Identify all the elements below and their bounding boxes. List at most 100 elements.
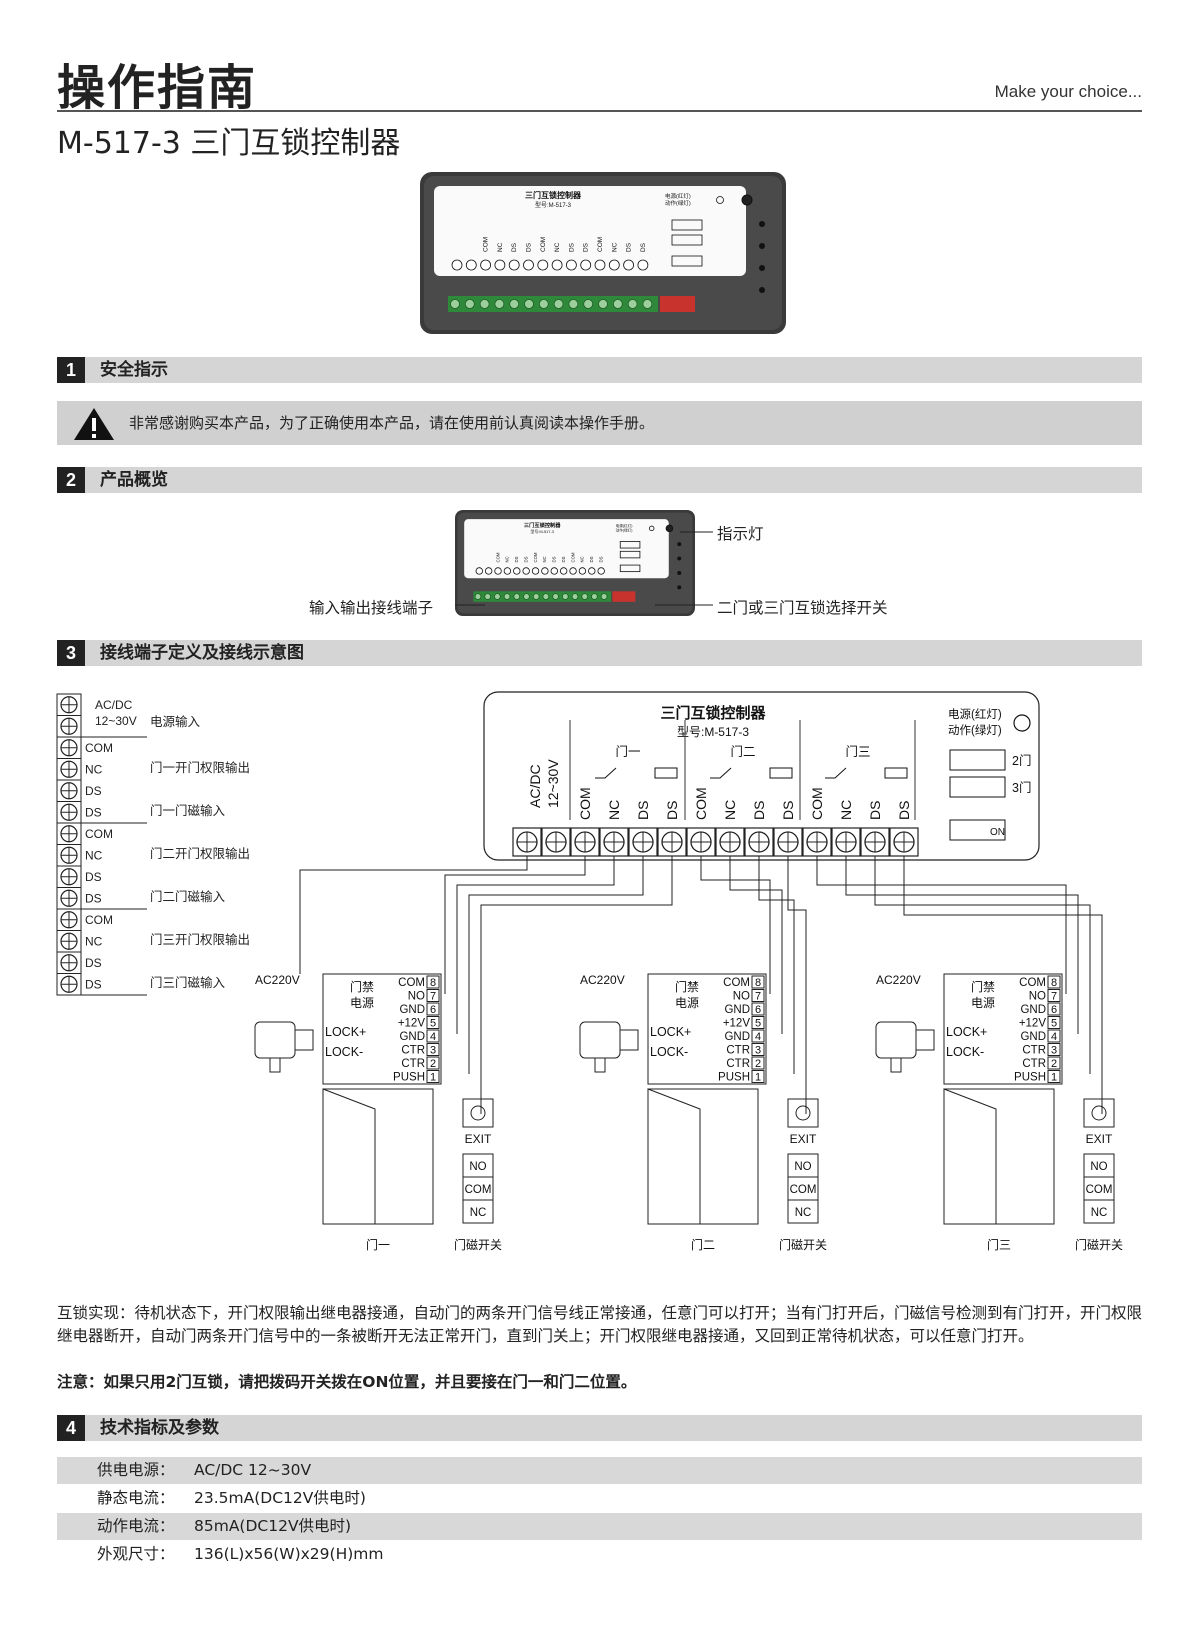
selector-switch: [660, 296, 695, 312]
dip-switch-icon: [949, 749, 1006, 771]
psu-terminal-box: [426, 975, 440, 989]
section-number: 3: [57, 640, 85, 666]
door-group-label: 门一: [615, 744, 640, 759]
psu-terminal-box: [426, 1016, 440, 1029]
dip-switch-label: 2门: [1012, 753, 1031, 768]
terminal-row-label: NC: [85, 935, 103, 949]
contact-terminal-box: [462, 1199, 494, 1224]
lock-label: LOCK-: [325, 1045, 363, 1059]
terminal-screw: [551, 259, 563, 271]
wire: [845, 856, 1079, 1034]
terminal-description: 门二门磁输入: [150, 889, 226, 904]
terminal-block-screw: [627, 299, 638, 309]
lock-base: [890, 1057, 902, 1073]
exit-button-circle: [795, 1105, 811, 1121]
device-label-model: 型号:M-517-3: [530, 529, 554, 534]
terminal-label: DS: [561, 556, 566, 562]
ac-label: AC220V: [255, 973, 300, 987]
psu-terminal-label: COM: [1019, 977, 1046, 989]
psu-terminal-label: GND: [724, 1031, 750, 1043]
relay-contact-symbol: [595, 767, 617, 779]
dip-switch: [671, 219, 703, 231]
psu-terminal-label: NO: [733, 991, 750, 1003]
mount-hole: [759, 243, 765, 249]
spec-row: 静态电流： 23.5mA(DC12V供电时): [57, 1485, 1142, 1512]
psu-terminal-number: 5: [430, 1018, 436, 1030]
contact-terminal-label: NO: [469, 1161, 486, 1173]
wire: [456, 856, 615, 1034]
psu-terminal-number: 6: [430, 1004, 436, 1016]
wire: [903, 856, 1103, 1114]
terminal-screw: [588, 567, 596, 575]
exit-button-circle: [1091, 1105, 1107, 1121]
terminal-screw: [541, 567, 549, 575]
contact-switch-label: 门磁开关: [1075, 1237, 1123, 1252]
spec-value: 85mA(DC12V供电时): [194, 1517, 352, 1535]
terminal-label: DS: [583, 242, 590, 252]
device-led-text: 动作(绿灯): [616, 528, 633, 533]
terminal-screw: [637, 259, 649, 271]
door-contact-symbol: [884, 767, 908, 779]
terminal-screw: [608, 259, 620, 271]
terminal-block-screw: [494, 299, 505, 309]
terminal-row-label: DS: [85, 956, 102, 970]
psu-terminal-box: [1047, 1056, 1061, 1070]
terminal-screw: [580, 259, 592, 271]
device-label-model: 型号:M-517-3: [535, 201, 572, 209]
led-text: 电源(红灯): [948, 707, 1002, 721]
terminal-screw: [465, 259, 477, 271]
psu-terminal-number: 4: [430, 1031, 436, 1043]
psu-terminal-number: 6: [755, 1004, 761, 1016]
terminal-label: NC: [722, 800, 738, 820]
dip-switch: [619, 541, 641, 549]
exit-button-circle: [470, 1105, 486, 1121]
lock-bolt: [294, 1029, 314, 1051]
psu-terminal-number: 7: [430, 991, 436, 1003]
terminal-block-screw: [552, 593, 559, 600]
psu-terminal-box: [1047, 1070, 1061, 1083]
terminal-description: 门三门磁输入: [150, 975, 226, 990]
terminal-block-screw: [642, 299, 653, 309]
terminal-label: NC: [497, 242, 504, 252]
psu-terminal-number: 2: [755, 1058, 761, 1070]
dip-switch-label: 3门: [1012, 780, 1031, 795]
contact-terminal-label: NO: [794, 1161, 811, 1173]
terminal-row-label: DS: [85, 870, 102, 884]
terminal-label: COM: [597, 237, 604, 252]
psu-terminal-number: 1: [430, 1072, 436, 1084]
usage-note: 注意：如果只用2门互锁，请把拨码开关拨在ON位置，并且要接在门一和门二位置。: [57, 1373, 637, 1391]
terminal-label: DS: [598, 556, 603, 562]
psu-box: [322, 973, 442, 1085]
psu-terminal-number: 2: [1051, 1058, 1057, 1070]
dip-switch: [619, 564, 641, 573]
contact-switch-label: 门磁开关: [454, 1237, 502, 1252]
spec-row: 供电电源： AC/DC 12~30V: [57, 1457, 1142, 1484]
psu-terminal-box: [751, 1056, 765, 1070]
psu-terminal-label: CTR: [1022, 1045, 1046, 1057]
terminal-screw: [559, 567, 568, 575]
terminal-row-label: DS: [85, 978, 102, 992]
indicator-label: 指示灯: [717, 525, 764, 543]
psu-terminal-number: 8: [430, 977, 436, 989]
led-lamp: [665, 524, 674, 533]
exit-button-icon: [787, 1098, 819, 1128]
controller-box: [483, 691, 1040, 861]
spec-row: 动作电流： 85mA(DC12V供电时): [57, 1513, 1142, 1540]
psu-title: 电源: [675, 996, 699, 1010]
terminal-label: DS: [635, 801, 651, 820]
terminal-row-label: DS: [85, 892, 102, 906]
terminal-screw: [523, 259, 534, 271]
terminal-label: COM: [809, 787, 825, 820]
header-rule: [57, 110, 1142, 112]
psu-terminal-label: COM: [723, 977, 750, 989]
psu-terminal-label: GND: [399, 1004, 425, 1016]
psu-terminal-label: PUSH: [718, 1072, 750, 1084]
ac-label: AC220V: [580, 973, 625, 987]
terminal-label: DS: [780, 801, 796, 820]
lock-label: LOCK-: [946, 1045, 984, 1059]
lock-bolt: [915, 1029, 935, 1051]
device-label-panel: [464, 519, 669, 579]
terminal-row-label: NC: [85, 849, 103, 863]
led-indicator: [716, 196, 724, 204]
